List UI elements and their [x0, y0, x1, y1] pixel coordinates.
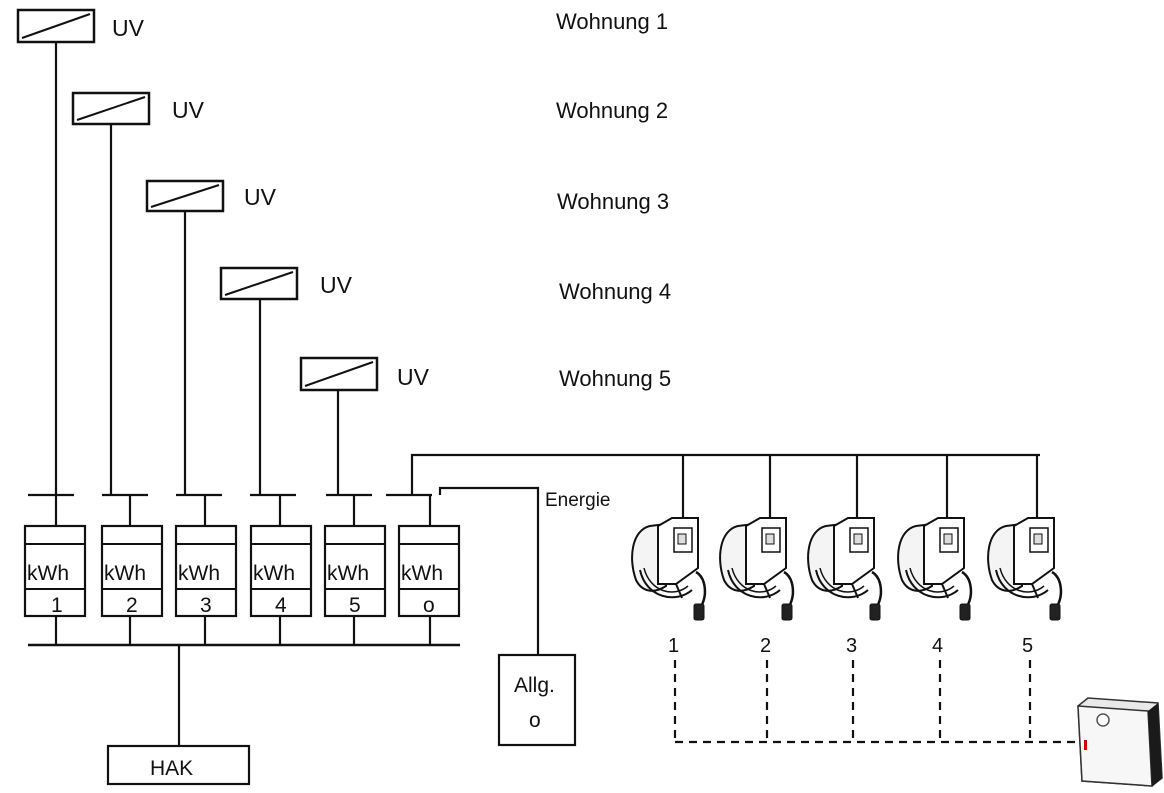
charger-5 [986, 516, 1063, 622]
meter-id-5: 5 [349, 594, 361, 617]
charger-number-2: 2 [760, 635, 771, 657]
meter-id-2: 2 [126, 594, 138, 617]
meter-unit-3: kWh [178, 562, 220, 585]
charger-supply-bus [410, 453, 1040, 518]
uv-label-4: UV [320, 272, 353, 298]
uv-panel-5 [299, 356, 379, 392]
apartment-name-5: Wohnung 5 [559, 366, 671, 391]
hak-label: HAK [150, 757, 193, 780]
energie-label: Energie [545, 490, 611, 511]
uv-panel-2 [71, 91, 151, 126]
charger-3 [806, 516, 883, 622]
uv-label-1: UV [112, 15, 145, 41]
apartment-name-1: Wohnung 1 [556, 9, 668, 34]
charger-number-4: 4 [932, 635, 943, 657]
uv-label-5: UV [397, 364, 430, 390]
charger-number-3: 3 [846, 635, 857, 657]
meter-id-general: o [423, 594, 435, 617]
meter-5 [323, 524, 387, 618]
hak-box [106, 744, 251, 786]
apartment-name-4: Wohnung 4 [559, 279, 671, 304]
meter-unit-4: kWh [253, 562, 295, 585]
meter-unit-general: kWh [401, 562, 443, 585]
meter-unit-2: kWh [104, 562, 146, 585]
charger-1 [630, 516, 707, 622]
apartment-name-3: Wohnung 3 [557, 189, 669, 214]
uv-panel-3 [145, 179, 225, 213]
charger-2 [718, 516, 795, 622]
charger-number-1: 1 [668, 635, 679, 657]
uv-panel-1 [16, 8, 96, 44]
communication-lines [673, 660, 1082, 744]
meter-unit-1: kWh [27, 562, 69, 585]
general-box-label: Allg. [514, 674, 555, 697]
energie-line [438, 486, 540, 655]
general-box-id: o [529, 709, 541, 732]
feed-lines [54, 42, 340, 494]
uv-label-2: UV [172, 97, 205, 123]
meter-id-4: 4 [275, 594, 287, 617]
meter-id-1: 1 [51, 594, 63, 617]
meter-drops [54, 616, 432, 645]
meter-1 [23, 524, 87, 618]
meter-2 [100, 524, 164, 618]
uv-label-3: UV [244, 184, 277, 210]
load-controller-icon [1077, 697, 1163, 787]
meter-busbars [28, 493, 432, 526]
meter-id-3: 3 [200, 594, 212, 617]
meter-general [397, 524, 461, 618]
charger-4 [896, 516, 973, 622]
general-box [497, 653, 577, 747]
charger-number-5: 5 [1022, 635, 1033, 657]
apartment-name-2: Wohnung 2 [556, 98, 668, 123]
meter-unit-5: kWh [327, 562, 369, 585]
meter-3 [174, 524, 238, 618]
uv-panel-4 [219, 266, 299, 301]
meter-4 [249, 524, 313, 618]
